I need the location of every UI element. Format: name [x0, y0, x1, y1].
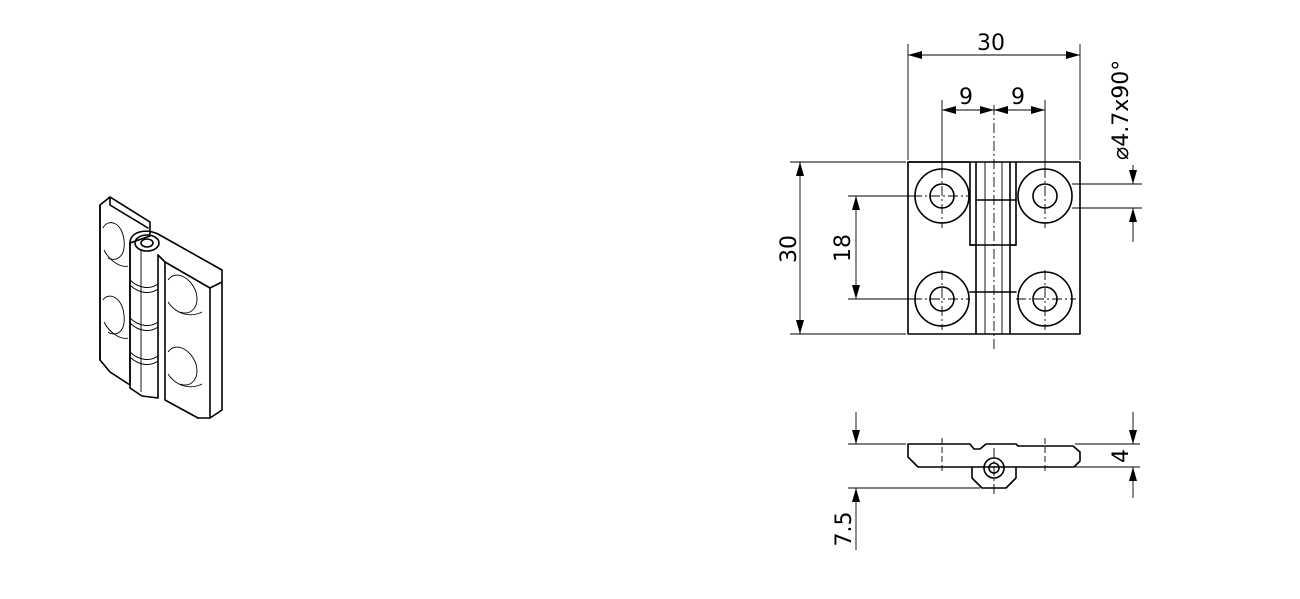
dim-hole-offset-left-label: 9 — [959, 85, 973, 110]
isometric-view — [99, 196, 223, 419]
dim-width-label: 30 — [977, 31, 1005, 56]
hole-bottom-left — [914, 271, 970, 327]
dim-height-label: 30 — [777, 235, 802, 263]
hole-callout-label: ⌀4.7x90° — [1109, 60, 1134, 160]
dim-knuckle-height-label: 7.5 — [832, 512, 857, 547]
side-view: 4 7.5 — [832, 412, 1140, 550]
dim-leaf-thickness-label: 4 — [1109, 449, 1134, 463]
dim-hole-spacing-label: 18 — [831, 234, 856, 262]
hole-bottom-right — [1017, 271, 1073, 327]
front-view: 30 9 9 30 18 ⌀4.7x90° — [777, 31, 1142, 350]
dim-hole-offset-right-label: 9 — [1011, 85, 1025, 110]
